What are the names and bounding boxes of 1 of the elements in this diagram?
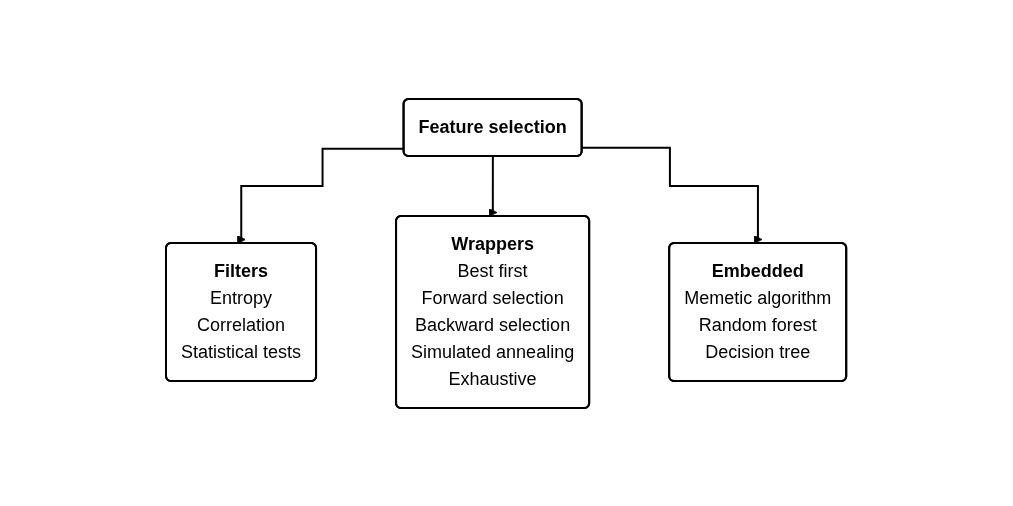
- arrow: [489, 155, 498, 217]
